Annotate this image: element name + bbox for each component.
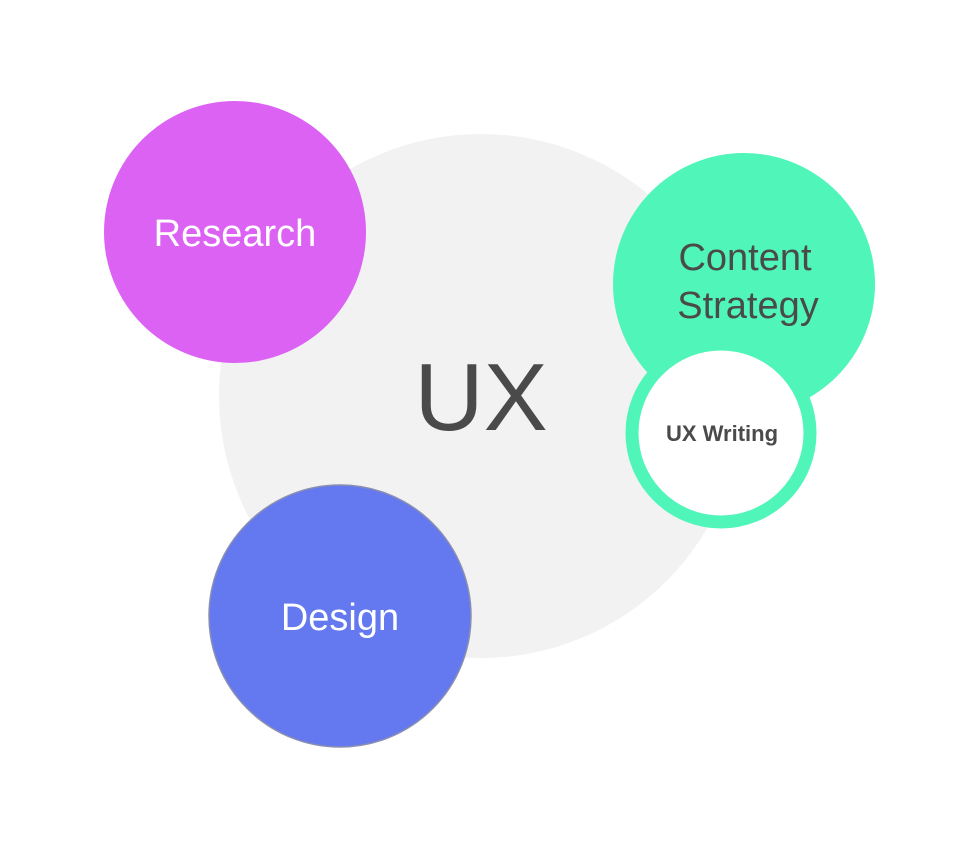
ux-writing-label: UX Writing xyxy=(666,421,778,446)
content-strategy-label-line1: Content xyxy=(678,237,812,279)
ux-writing-circle xyxy=(625,337,817,529)
research-label: Research xyxy=(154,213,317,255)
ux-label: UX xyxy=(414,344,547,451)
design-label: Design xyxy=(281,597,399,639)
research-circle xyxy=(104,101,366,363)
design-circle xyxy=(208,484,472,748)
content-strategy-label-line2: Strategy xyxy=(677,285,819,327)
